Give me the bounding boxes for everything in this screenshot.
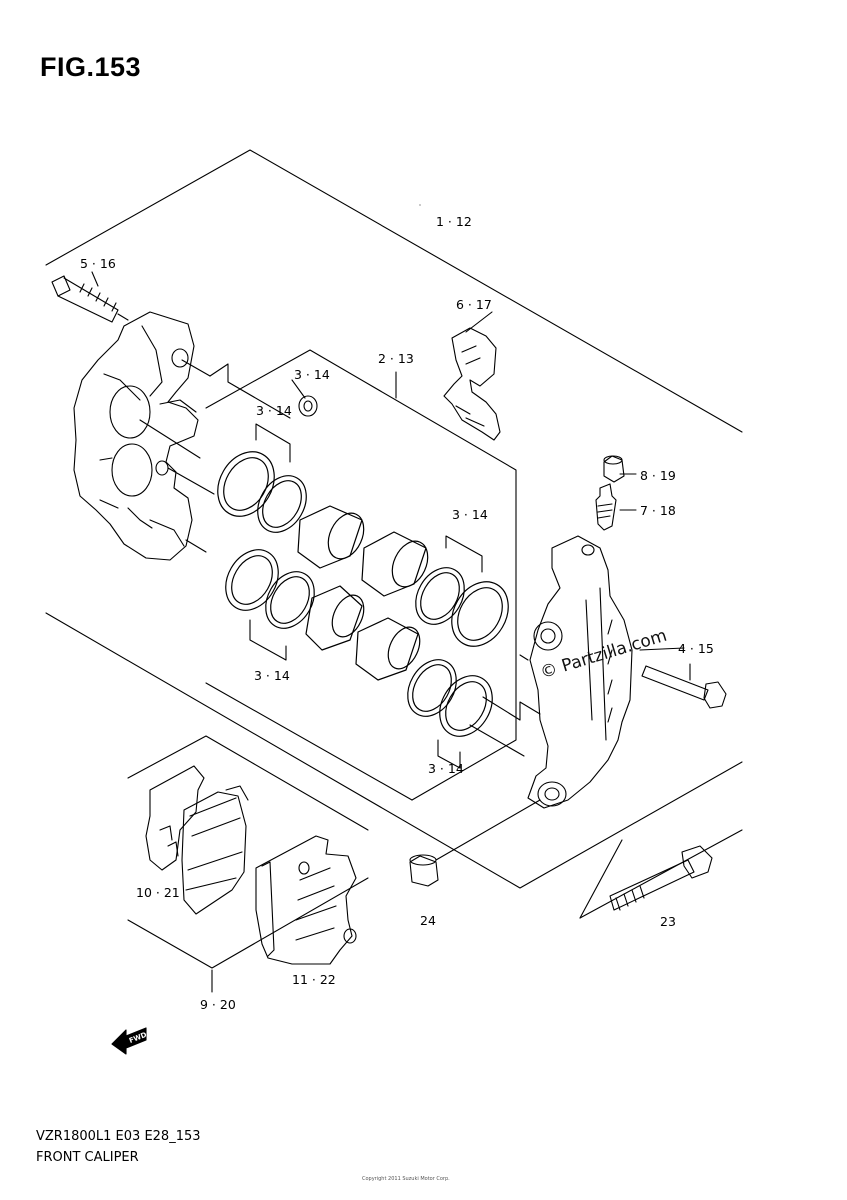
callout-4-15: 4 · 15 bbox=[678, 641, 714, 656]
caliper-half-right bbox=[527, 535, 633, 809]
section-name: FRONT CALIPER bbox=[36, 1150, 139, 1165]
model-code: VZR1800L1 E03 E28_153 bbox=[36, 1129, 201, 1144]
callout-5-16: 5 · 16 bbox=[80, 256, 116, 271]
brake-pad-inner bbox=[145, 765, 249, 915]
caliper-bolt-left bbox=[51, 271, 129, 323]
pistons bbox=[297, 505, 429, 681]
callout-3-14-e: 3 · 14 bbox=[428, 761, 464, 776]
callout-2-13: 2 · 13 bbox=[378, 351, 414, 366]
pad-set-outline bbox=[127, 735, 369, 993]
bleeder-valve bbox=[595, 483, 617, 531]
callout-3-14-a: 3 · 14 bbox=[294, 367, 330, 382]
caliper-bolt-right bbox=[641, 663, 727, 709]
collar bbox=[409, 854, 439, 887]
mounting-bolt bbox=[579, 829, 743, 919]
figure-title: FIG.153 bbox=[40, 52, 142, 82]
assembly-outline bbox=[45, 149, 743, 889]
callout-3-14-d: 3 · 14 bbox=[254, 668, 290, 683]
callout-8-19: 8 · 19 bbox=[640, 468, 676, 483]
callout-7-18: 7 · 18 bbox=[640, 503, 676, 518]
brake-pad-outer bbox=[255, 835, 357, 965]
small-seal-top bbox=[298, 395, 318, 417]
caliper-half-left bbox=[73, 311, 199, 561]
callout-3-14-c: 3 · 14 bbox=[452, 507, 488, 522]
leader-lines bbox=[139, 311, 685, 861]
copyright-small-print: Copyright 2011 Suzuki Motor Corp. bbox=[362, 1176, 450, 1182]
callout-24: 24 bbox=[420, 913, 436, 928]
piston-kit-outline bbox=[205, 349, 517, 801]
callout-11-22: 11 · 22 bbox=[292, 972, 336, 987]
callout-6-17: 6 · 17 bbox=[456, 297, 492, 312]
callout-1-12: 1 · 12 bbox=[436, 214, 472, 229]
piston-seals bbox=[217, 451, 509, 737]
bleeder-cap bbox=[603, 455, 625, 483]
pad-spring bbox=[443, 327, 501, 441]
callout-23: 23 bbox=[660, 914, 676, 929]
callout-10-21: 10 · 21 bbox=[136, 885, 180, 900]
seal-brackets bbox=[249, 423, 483, 769]
callout-9-20: 9 · 20 bbox=[200, 997, 236, 1012]
front-arrow-icon: FWD bbox=[111, 1027, 148, 1055]
callout-3-14-b: 3 · 14 bbox=[256, 403, 292, 418]
